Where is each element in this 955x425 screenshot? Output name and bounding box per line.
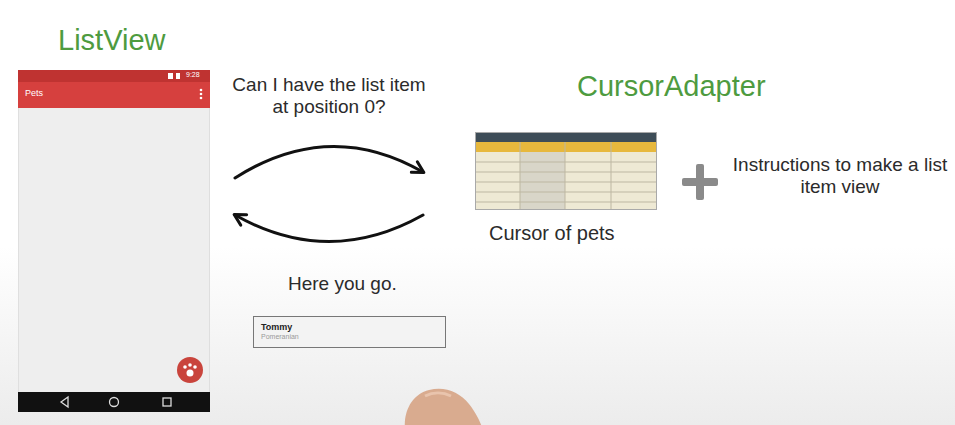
table-caption: Cursor of pets — [489, 222, 615, 245]
curved-arrow — [235, 215, 423, 242]
phone-listview: ListViewPets — [18, 70, 210, 412]
edge-label: Here you go. — [288, 273, 397, 295]
edge-label: Can I have the list item at position 0? — [226, 74, 432, 118]
curved-arrow — [235, 146, 423, 178]
pet-breed: Pomeranian — [261, 333, 438, 340]
status-time: 9:28 — [186, 71, 200, 78]
cursor-adapter: CursorAdapterCursor of pets — [475, 132, 657, 210]
app-bar-title: Pets — [25, 88, 43, 98]
cursor-table — [475, 132, 657, 210]
phone-illustration — [18, 70, 210, 412]
pet-name: Tommy — [261, 322, 438, 332]
component-title: ListView — [58, 24, 165, 57]
note-text: Instructions to make a list item view — [730, 154, 950, 198]
plus-sign — [680, 162, 720, 202]
list-item-card: TommyPomeranian — [253, 316, 446, 348]
component-title: CursorAdapter — [577, 70, 766, 103]
finger — [395, 380, 485, 425]
